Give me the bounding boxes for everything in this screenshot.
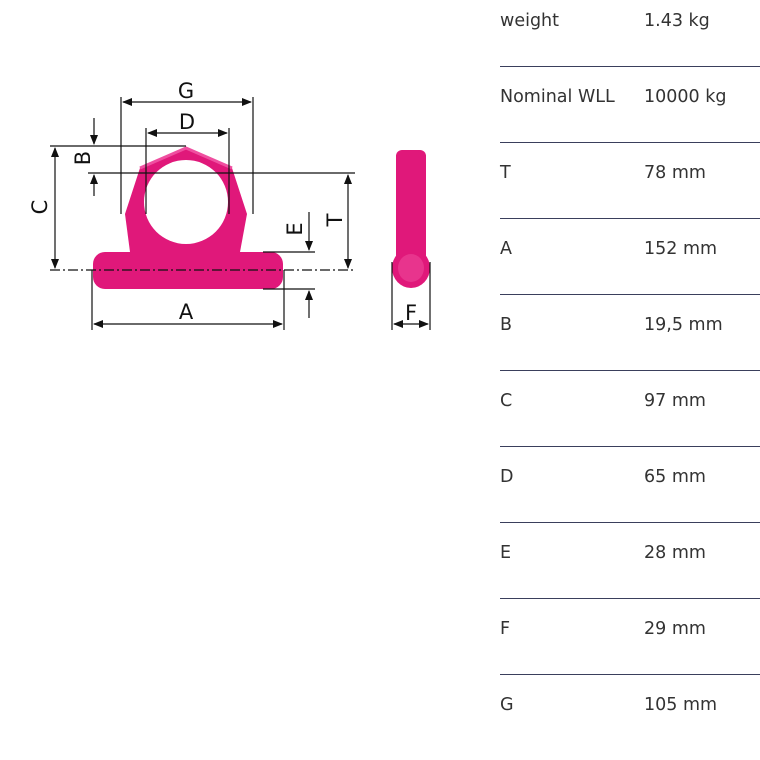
spec-row-e: E 28 mm	[500, 532, 760, 608]
spec-row-b: B 19,5 mm	[500, 304, 760, 380]
spec-row-t: T 78 mm	[500, 152, 760, 228]
spec-row-c: C 97 mm	[500, 380, 760, 456]
spec-row-weight: weight 1.43 kg	[500, 0, 760, 76]
label-B: B	[71, 151, 95, 165]
spec-row-g: G 105 mm	[500, 684, 760, 760]
product-side-view	[392, 150, 430, 288]
spec-value: 97 mm	[644, 391, 706, 411]
label-F: F	[405, 301, 417, 325]
spec-label: D	[500, 467, 514, 487]
label-C: C	[28, 200, 52, 215]
spec-value: 65 mm	[644, 467, 706, 487]
row-divider	[500, 674, 760, 675]
spec-row-a: A 152 mm	[500, 228, 760, 304]
spec-value: 78 mm	[644, 163, 706, 183]
row-divider	[500, 142, 760, 143]
spec-value: 19,5 mm	[644, 315, 723, 335]
row-divider	[500, 370, 760, 371]
spec-value: 10000 kg	[644, 87, 727, 107]
spec-label: E	[500, 543, 512, 563]
specs-table: weight 1.43 kg Nominal WLL 10000 kg T 78…	[500, 0, 760, 760]
spec-label: B	[500, 315, 513, 335]
row-divider	[500, 446, 760, 447]
spec-value: 105 mm	[644, 695, 718, 715]
label-A: A	[179, 300, 194, 324]
label-D: D	[179, 110, 195, 134]
spec-label: F	[500, 619, 511, 639]
spec-label: Nominal WLL	[500, 87, 615, 107]
spec-label: G	[500, 695, 514, 715]
product-front-view	[93, 146, 283, 289]
row-divider	[500, 66, 760, 67]
spec-label: C	[500, 391, 513, 411]
label-T: T	[323, 213, 347, 227]
dimension-drawing: G D A F C B T E	[0, 0, 470, 360]
spec-value: 152 mm	[644, 239, 718, 259]
row-divider	[500, 218, 760, 219]
spec-row-nominal-wll: Nominal WLL 10000 kg	[500, 76, 760, 152]
spec-value: 1.43 kg	[644, 11, 710, 31]
spec-label: A	[500, 239, 512, 259]
row-divider	[500, 522, 760, 523]
label-E: E	[283, 222, 307, 235]
spec-value: 29 mm	[644, 619, 706, 639]
row-divider	[500, 294, 760, 295]
label-G: G	[178, 79, 194, 103]
spec-row-d: D 65 mm	[500, 456, 760, 532]
row-divider	[500, 598, 760, 599]
spec-value: 28 mm	[644, 543, 706, 563]
spec-row-f: F 29 mm	[500, 608, 760, 684]
spec-label: weight	[500, 11, 560, 31]
spec-label: T	[500, 163, 511, 183]
